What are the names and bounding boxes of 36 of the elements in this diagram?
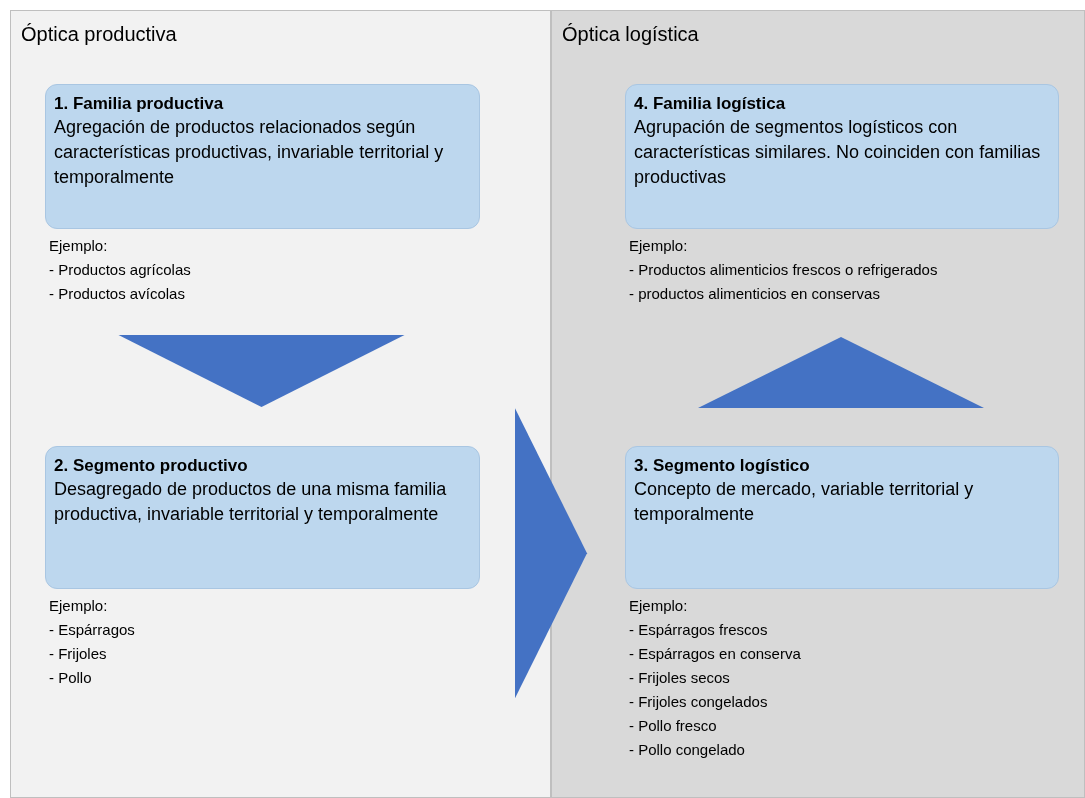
example-text: - Frijoles secos [629,668,730,688]
box-description: Concepto de mercado, variable territorial y temporalmente [634,478,975,526]
example-text: - Frijoles [49,644,107,664]
box-title: 3. Segmento logístico [634,455,811,477]
example-text: Ejemplo: [629,236,688,256]
example-text: - Espárragos [49,620,135,640]
panel-heading: Óptica logística [562,23,699,46]
example-text: - Pollo [49,668,92,688]
example-text: Ejemplo: [49,596,108,616]
box-description: Agregación de productos relacionados según características productivas, invariable territorial y temporalmente [54,116,445,189]
example-text: Ejemplo: [49,236,108,256]
box-title: 2. Segmento productivo [54,455,249,477]
example-text: - Pollo fresco [629,716,717,736]
panel [10,10,551,798]
box-description: Desagregado de productos de una misma familia productiva, invariable territorial y temporalmente [54,478,448,526]
example-text: - Productos avícolas [49,284,185,304]
example-text: - productos alimenticios en conservas [629,284,880,304]
definition-box [625,446,1059,589]
triangle-arrow [698,337,984,408]
example-text: - Pollo congelado [629,740,745,760]
example-text: - Productos alimenticios frescos o refrigerados [629,260,938,280]
definition-box [625,84,1059,229]
example-text: - Frijoles congelados [629,692,768,712]
definition-box [45,446,480,589]
triangle-arrow [515,408,587,699]
panel-heading: Óptica productiva [21,23,177,46]
example-text: - Espárragos frescos [629,620,768,640]
box-title: 1. Familia productiva [54,93,225,115]
definition-box [45,84,480,229]
example-text: Ejemplo: [629,596,688,616]
example-text: - Productos agrícolas [49,260,191,280]
box-title: 4. Familia logística [634,93,787,115]
example-text: - Espárragos en conserva [629,644,801,664]
box-description: Agrupación de segmentos logísticos con características similares. No coinciden con familias productivas [634,116,1042,189]
triangle-arrow [118,335,405,407]
panel [551,10,1085,798]
